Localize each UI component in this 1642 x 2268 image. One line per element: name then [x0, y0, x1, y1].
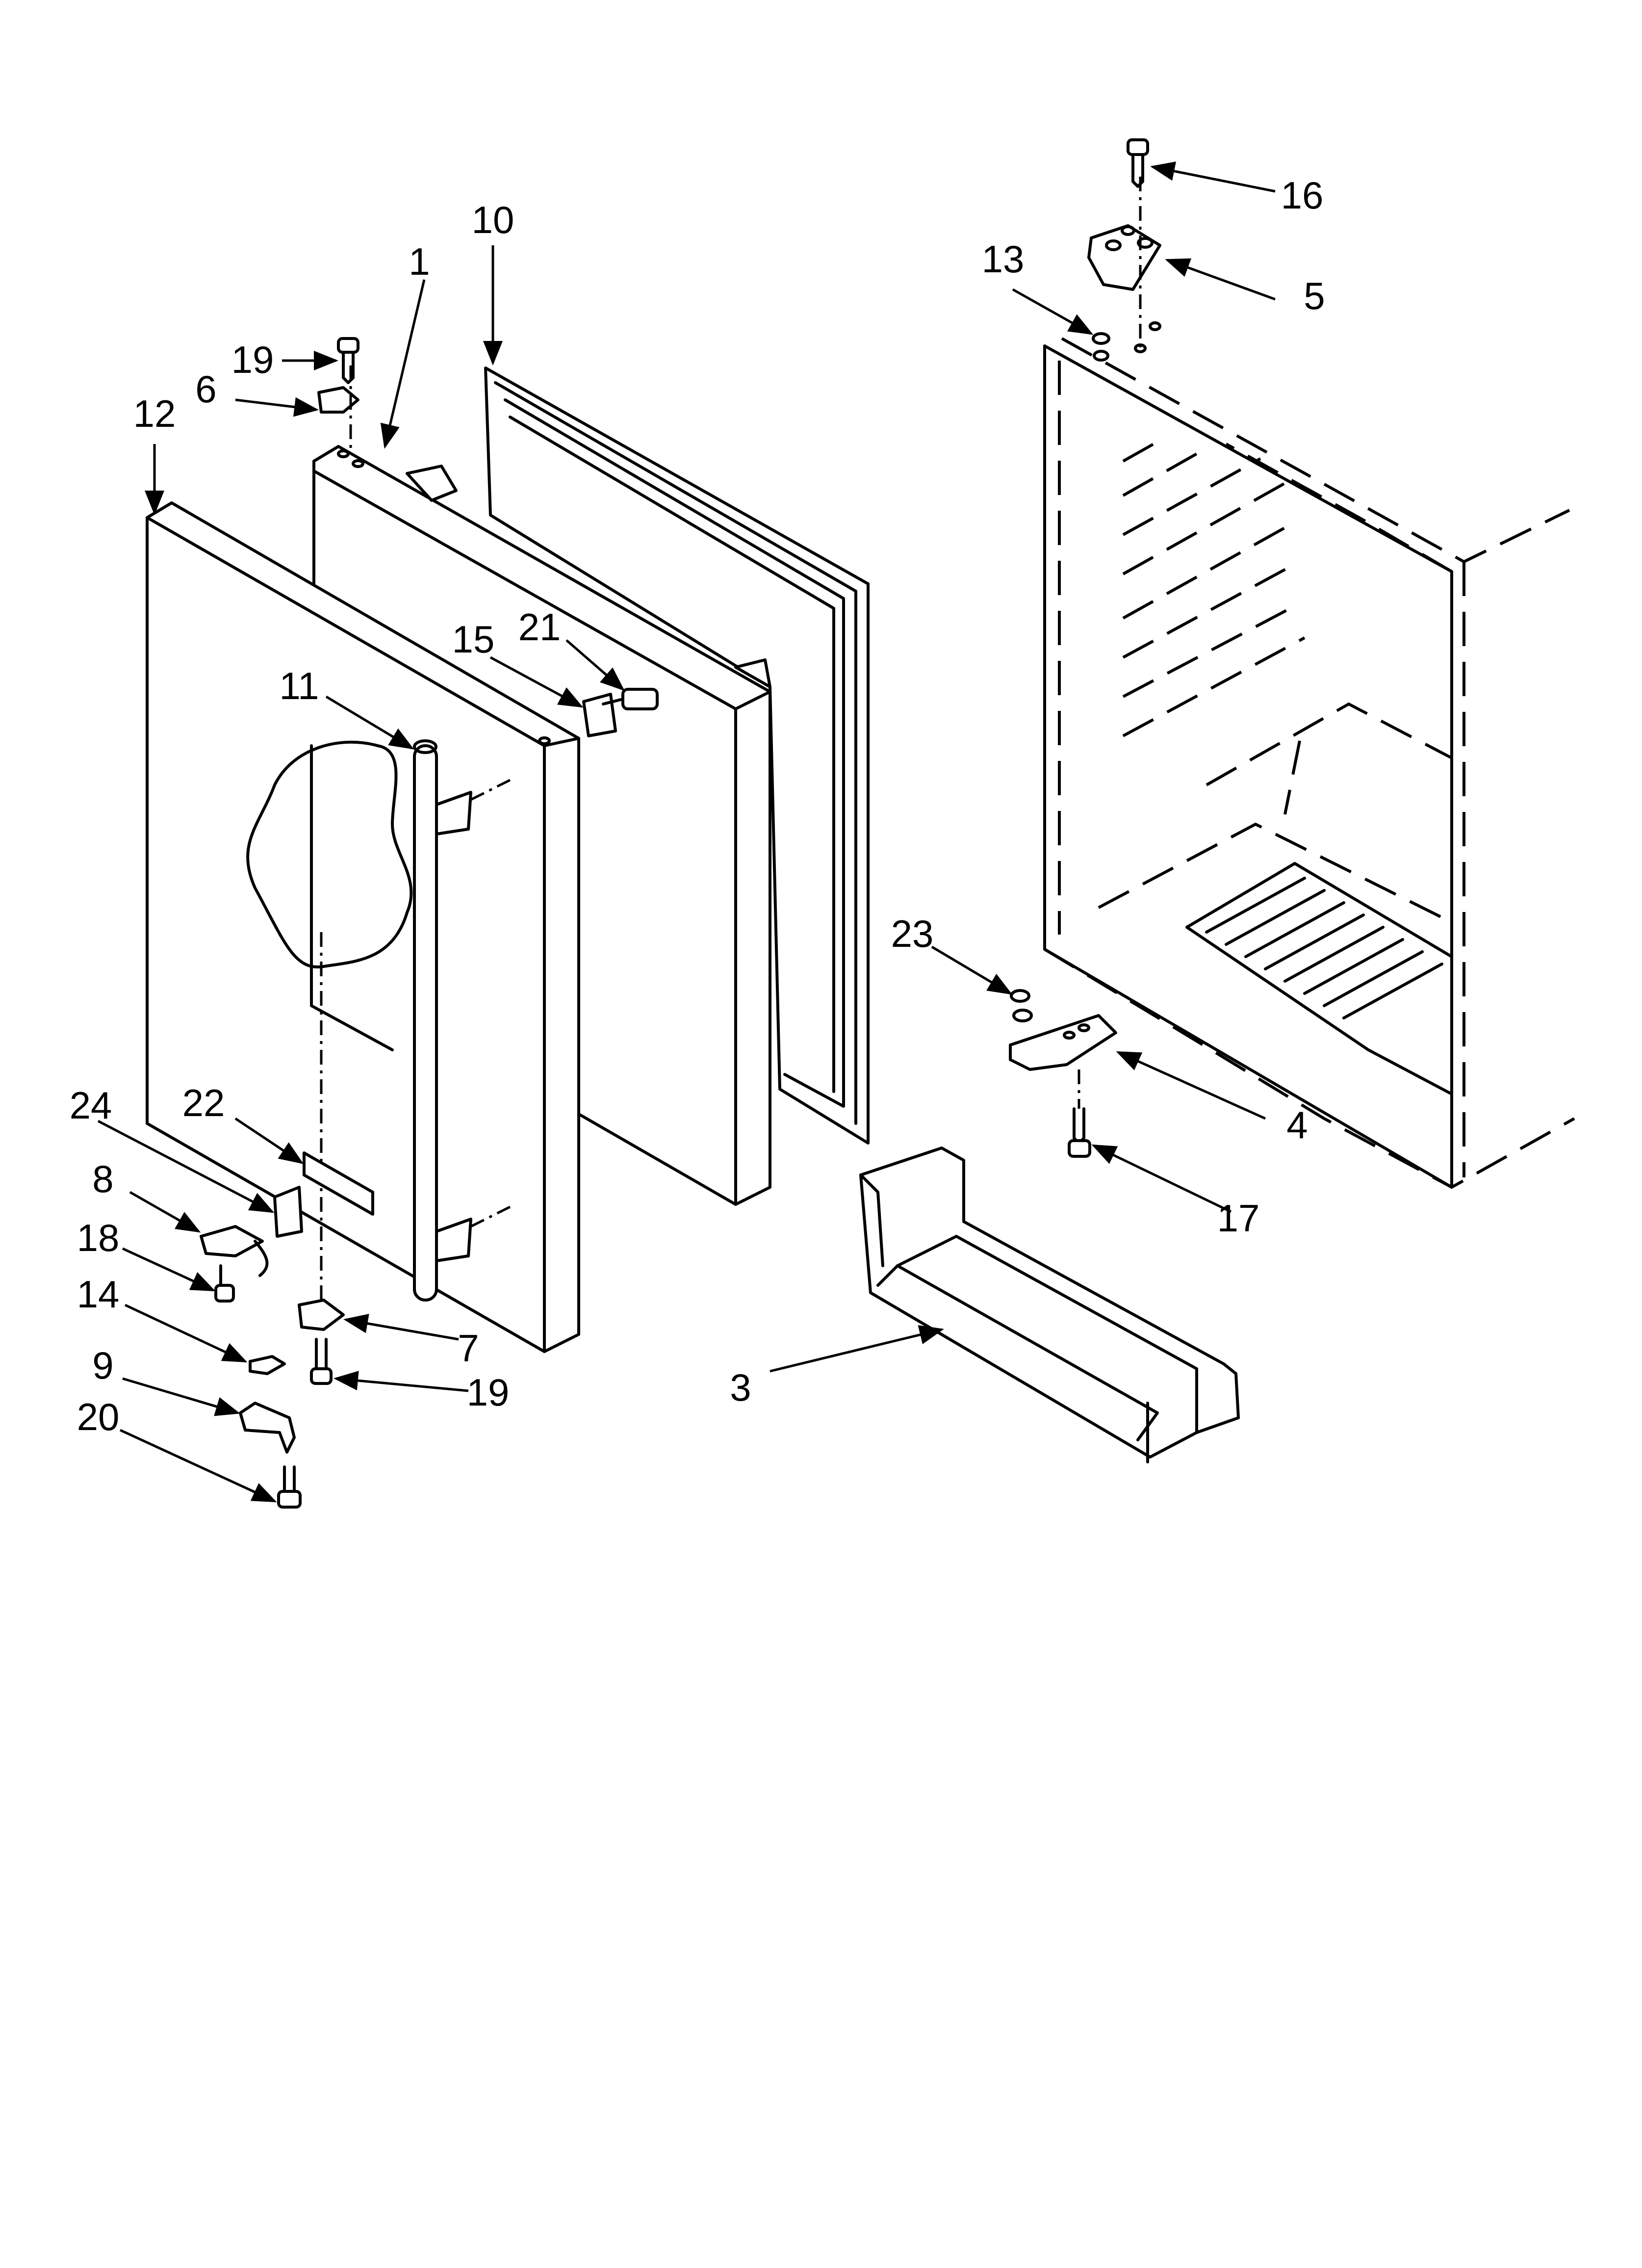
callout-7: 7: [458, 1327, 479, 1370]
callout-12: 12: [133, 392, 176, 435]
callout-6: 6: [195, 367, 216, 411]
callout-21: 21: [518, 605, 561, 649]
door-stop-24: [273, 1186, 303, 1238]
callout-11: 11: [280, 664, 319, 707]
callout-16: 16: [1281, 174, 1324, 217]
callout-14: 14: [77, 1273, 120, 1316]
screw-17: [1068, 1107, 1091, 1158]
screw-19-top: [337, 337, 359, 384]
callout-19a: 19: [231, 338, 274, 381]
callout-15: 15: [452, 618, 495, 661]
callout-9: 9: [92, 1344, 113, 1387]
shoulder-screw-21: [602, 688, 659, 710]
callout-13: 13: [982, 237, 1025, 281]
bracket-8: [200, 1225, 269, 1277]
shelf-rails: [1122, 438, 1306, 737]
callout-17: 17: [1217, 1197, 1260, 1240]
callout-22: 22: [182, 1081, 225, 1124]
callout-20: 20: [77, 1395, 120, 1438]
callout-10: 10: [472, 198, 514, 241]
screw-20: [277, 1465, 302, 1509]
bracket-9: [239, 1402, 296, 1454]
callout-5: 5: [1304, 274, 1325, 317]
callout-4: 4: [1286, 1103, 1308, 1147]
callout-labels: 1 3 4 5 6 7 8 9 10 11 12 13 14 15 16 17 …: [70, 174, 1325, 1438]
cabinet-liner: [1043, 321, 1575, 1189]
door-bin: [859, 1147, 1240, 1463]
callout-leaders: [97, 161, 1276, 1503]
washers-23: [1010, 989, 1033, 1022]
screw-18: [214, 1264, 235, 1303]
spacer-14: [249, 1355, 286, 1375]
callout-1: 1: [409, 240, 430, 283]
hinge-screw-16: [1127, 138, 1149, 188]
top-hinge: [1087, 224, 1161, 291]
callout-19b: 19: [467, 1371, 510, 1414]
callout-24: 24: [70, 1084, 112, 1127]
bottom-hinge: [1009, 1014, 1117, 1071]
spacer-15: [582, 693, 617, 737]
hinge-pin-7: [298, 1299, 345, 1331]
floor-grille: [1185, 862, 1453, 1095]
callout-3: 3: [730, 1366, 751, 1409]
screw-19-bottom: [310, 1338, 333, 1385]
door-handle: [413, 739, 511, 1302]
callout-18: 18: [77, 1216, 120, 1259]
door-gasket: [484, 366, 870, 1145]
callout-8: 8: [92, 1157, 113, 1200]
hinge-pin-6: [317, 386, 359, 414]
outer-door-panel: [146, 501, 580, 1353]
callout-23: 23: [891, 912, 934, 955]
